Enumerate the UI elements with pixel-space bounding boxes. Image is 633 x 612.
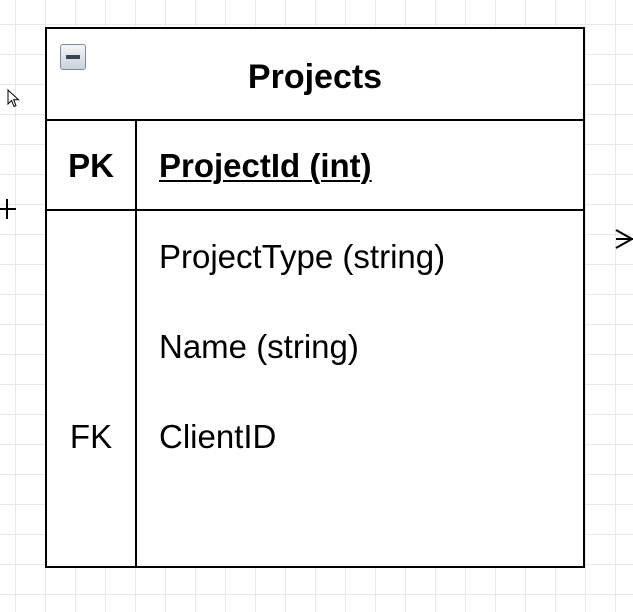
one-relationship-marker[interactable] <box>0 197 19 221</box>
minus-bar <box>66 55 80 59</box>
many-crowfoot-marker[interactable] <box>612 226 633 252</box>
attribute-row[interactable]: FK ClientID <box>47 391 583 481</box>
mouse-pointer-icon <box>7 88 20 108</box>
key-column-divider <box>135 119 137 566</box>
entity-title: Projects <box>247 58 383 96</box>
primary-key-row[interactable]: PK ProjectId (int) <box>47 119 583 211</box>
attribute-field: ClientID <box>159 418 277 455</box>
projects-entity-table[interactable]: Projects PK ProjectId (int) ProjectType … <box>45 27 585 568</box>
attribute-field: Name (string) <box>159 328 359 365</box>
collapse-minus-icon[interactable] <box>60 44 86 70</box>
attribute-row[interactable]: ProjectType (string) <box>47 211 583 301</box>
fk-label: FK <box>69 418 113 455</box>
pk-field-name: ProjectId (int) <box>159 147 372 184</box>
attribute-field: ProjectType (string) <box>159 238 446 275</box>
pk-label: PK <box>68 147 114 184</box>
attribute-row[interactable]: Name (string) <box>47 301 583 391</box>
entity-header[interactable]: Projects <box>47 29 583 121</box>
